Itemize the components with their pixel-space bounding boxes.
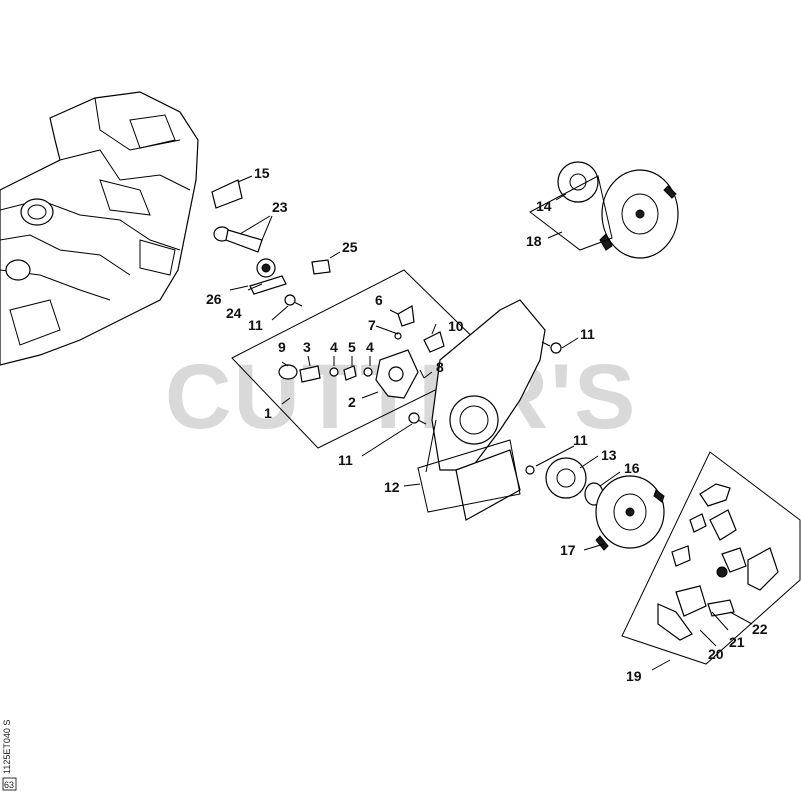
corner-mark: 63 (4, 780, 14, 790)
callout-20: 20 (708, 646, 724, 662)
part-13-sprocket (545, 455, 599, 499)
callout-11d: 11 (573, 432, 588, 448)
part-15-plate (211, 179, 243, 209)
callout-4b: 4 (366, 339, 374, 355)
callout-17: 17 (560, 542, 576, 558)
callout-8: 8 (436, 359, 444, 375)
callout-6: 6 (375, 292, 383, 308)
callout-7: 7 (368, 317, 376, 333)
callout-18: 18 (526, 233, 542, 249)
callout-13: 13 (601, 447, 617, 463)
callout-1: 1 (264, 405, 272, 421)
part-25-clip (311, 259, 331, 275)
clutch-box (621, 451, 801, 665)
part-11-screw-d (525, 445, 575, 475)
part-11-screw-b (361, 412, 427, 457)
callout-16: 16 (624, 460, 640, 476)
callout-25: 25 (342, 239, 358, 255)
callout-3: 3 (303, 339, 311, 355)
part-18-clutch-drum (599, 169, 679, 259)
drawing-code: 1125ET040 S (2, 720, 12, 774)
callout-15: 15 (254, 165, 270, 181)
callout-11b: 11 (338, 452, 353, 468)
part-23-worm (213, 215, 273, 253)
callout-22: 22 (752, 621, 768, 637)
corner-mark-box (2, 777, 17, 791)
callout-23: 23 (272, 199, 288, 215)
callout-14: 14 (536, 198, 552, 214)
callout-5: 5 (348, 339, 356, 355)
callout-4a: 4 (330, 339, 338, 355)
part-12-cover (425, 299, 546, 521)
part-17-clutch-drum (583, 475, 665, 551)
callout-12: 12 (384, 479, 400, 495)
callout-2: 2 (348, 394, 356, 410)
clutch-parts (651, 483, 779, 671)
part-11-screw-c (541, 337, 579, 354)
oil-pump-parts (278, 305, 445, 399)
callout-19: 19 (626, 668, 642, 684)
callout-21: 21 (729, 634, 745, 650)
callout-10: 10 (448, 318, 464, 334)
callout-11a: 11 (248, 317, 263, 333)
part-24-spring (249, 275, 287, 295)
callouts: 1 2 3 4 4 5 6 7 8 9 10 11 11 11 11 12 13… (206, 165, 768, 684)
callout-24: 24 (226, 305, 242, 321)
callout-26: 26 (206, 291, 222, 307)
engine-block (0, 91, 199, 366)
part-26-drive-gear (256, 258, 276, 278)
callout-11c: 11 (580, 326, 595, 342)
part-11-screw-a (284, 294, 303, 307)
callout-9: 9 (278, 339, 286, 355)
part-14-rim-sprocket (555, 161, 599, 203)
